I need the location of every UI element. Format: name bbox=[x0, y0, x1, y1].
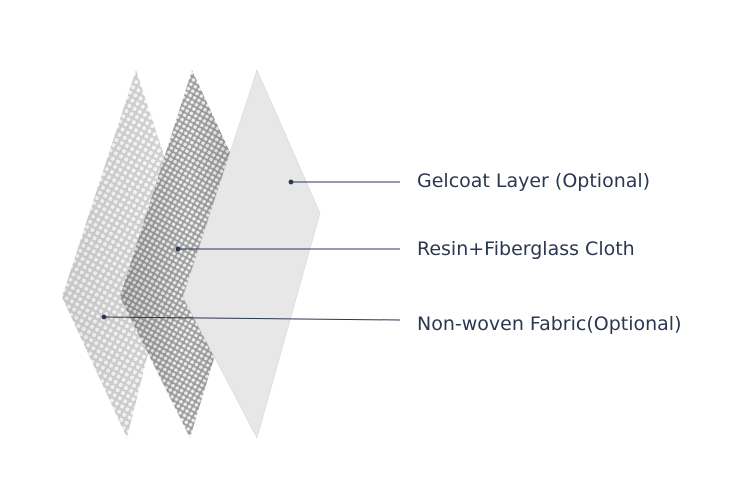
leader-line-gelcoat bbox=[288, 179, 400, 185]
leader-line-nonwoven bbox=[101, 314, 401, 321]
leader-line-resin bbox=[175, 246, 400, 252]
gelcoat-label: Gelcoat Layer (Optional) bbox=[417, 170, 651, 192]
gelcoat-layer bbox=[182, 69, 321, 439]
resin-fiberglass-layer bbox=[120, 70, 258, 438]
nonwoven-fabric-label: Non-woven Fabric(Optional) bbox=[417, 313, 682, 335]
resin-fiberglass-label: Resin+Fiberglass Cloth bbox=[417, 238, 635, 260]
nonwoven-fabric-layer bbox=[62, 70, 183, 438]
